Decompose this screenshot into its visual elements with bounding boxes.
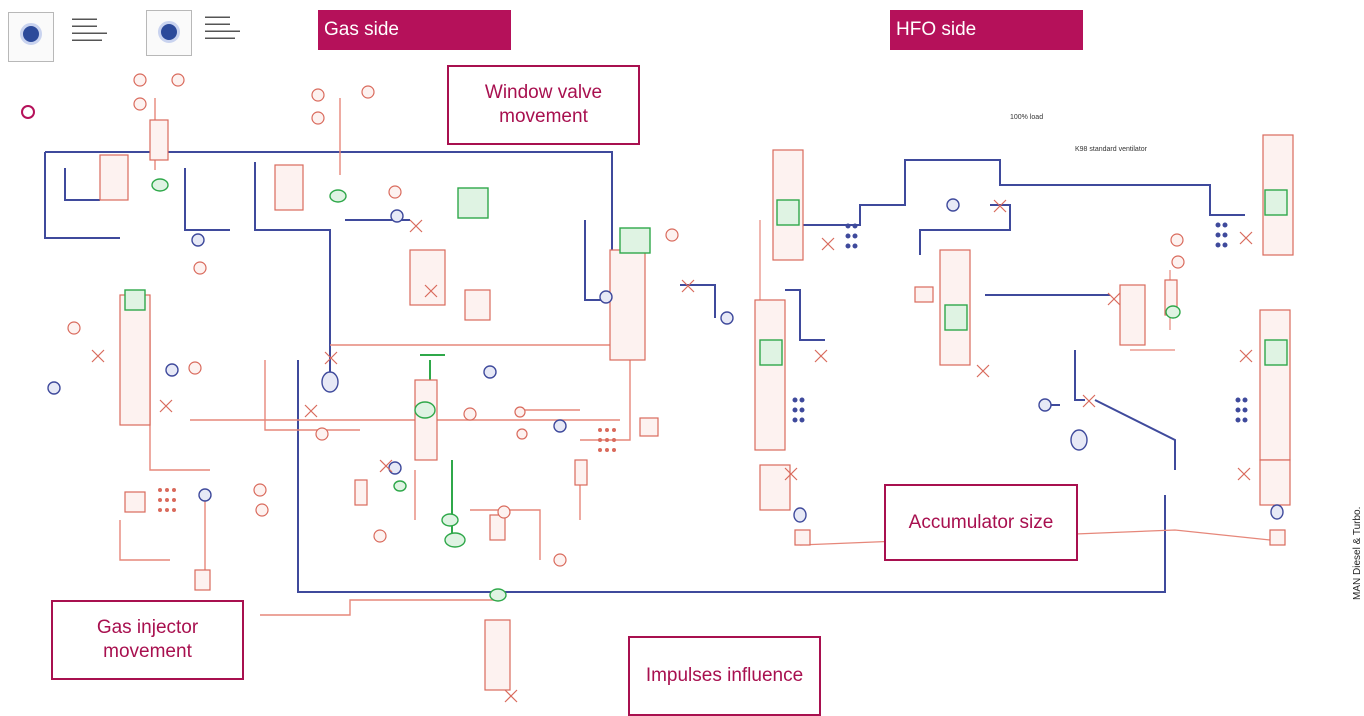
window-valve-callout: Window valve movement: [447, 65, 640, 145]
hfo-fluid-legend: [146, 10, 192, 56]
gas-injector-callout: Gas injector movement: [51, 600, 244, 680]
gas-fluid-legend: [8, 12, 54, 62]
accumulator-callout: Accumulator size: [884, 484, 1078, 561]
gas-side-banner: Gas side: [318, 10, 511, 50]
gas-side-valves: [91, 219, 695, 703]
hfo-side-valves: [784, 199, 1253, 481]
hfo-fluid-properties: ▬▬▬▬▬ ▬▬▬▬▬ ▬▬▬▬▬▬▬ ▬▬▬▬▬▬: [205, 14, 240, 41]
gas-fluid-properties: ▬▬▬▬▬ ▬▬▬▬▬ ▬▬▬▬▬▬▬ ▬▬▬▬▬▬: [72, 16, 107, 43]
fluid-drop-icon: [158, 21, 180, 43]
impulses-callout: Impulses influence: [628, 636, 821, 716]
fluid-drop-icon: [20, 23, 42, 45]
gas-side-components: [67, 73, 679, 691]
gauge-icon: [21, 105, 35, 119]
gas-side-blue-components: [47, 209, 734, 502]
hfo-side-manifolds: [792, 222, 1248, 423]
standard-ventilator-label: K98 standard ventilator: [1075, 146, 1147, 153]
hfo-side-green-components: [759, 189, 1288, 366]
hfo-side-banner: HFO side: [890, 10, 1083, 50]
gas-side-manifolds: [158, 428, 616, 512]
gas-side-green-components: [124, 178, 651, 602]
load-label: 100% load: [1010, 114, 1044, 121]
image-credit: MAN Diesel & Turbo.: [1352, 506, 1363, 600]
hfo-side-blue-components: [793, 198, 1284, 523]
hfo-side-hydraulic-lines: [785, 159, 1245, 470]
